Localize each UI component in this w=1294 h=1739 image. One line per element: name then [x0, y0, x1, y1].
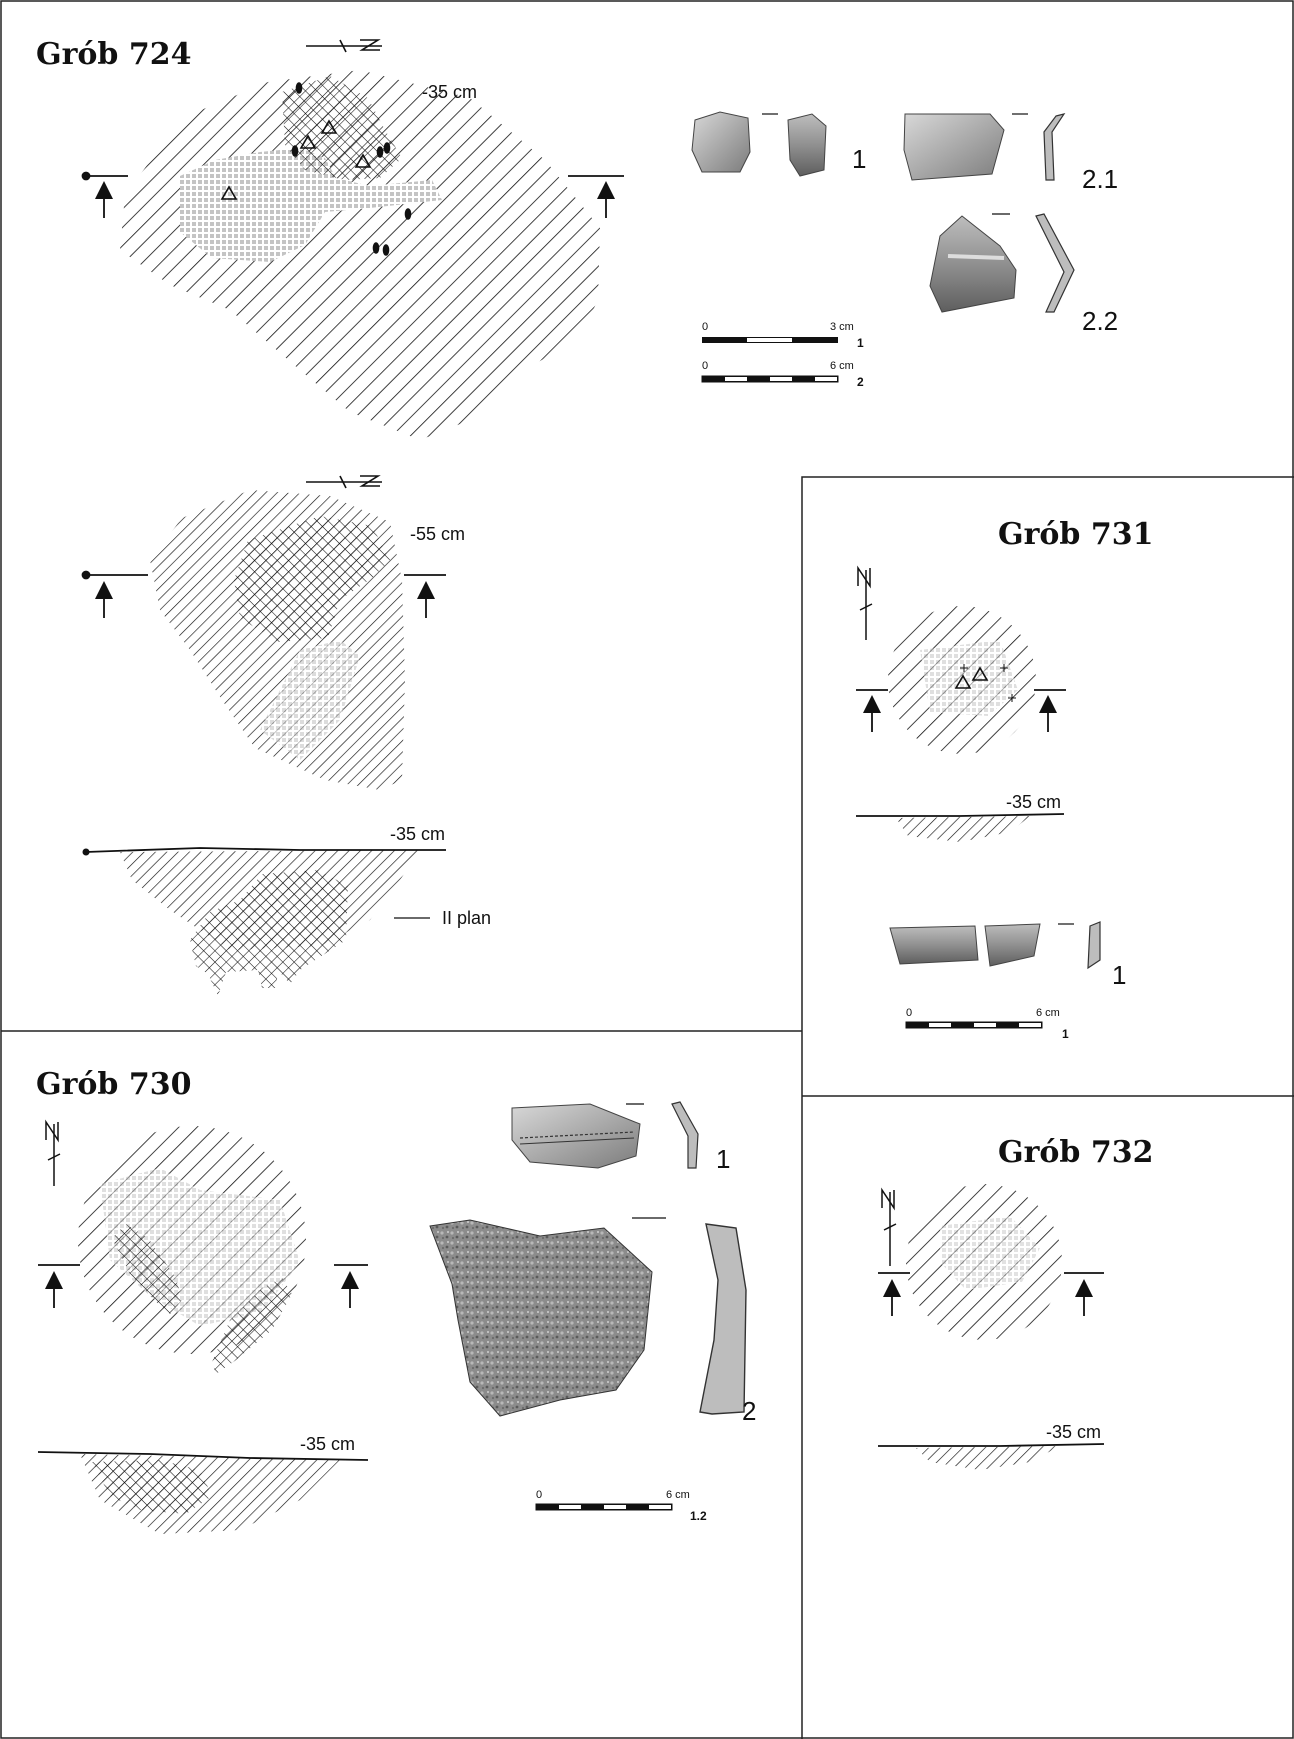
section-profile: [37, 1451, 369, 1461]
fill-stipple-zone: [260, 640, 360, 760]
find-markers: [954, 664, 1016, 702]
depth-label: -55 cm: [410, 524, 465, 544]
section-fill: [896, 816, 1030, 842]
find-2-1-photo: [903, 113, 1066, 181]
svg-text:6 cm: 6 cm: [1036, 1007, 1060, 1019]
svg-text:6 cm: 6 cm: [666, 1489, 690, 1501]
find-1-photo: [511, 1101, 699, 1169]
grave-732-panel: Grób 732 -35 cm: [878, 1135, 1153, 1470]
find-number: 1: [1112, 960, 1126, 990]
find-number: 1: [852, 144, 866, 174]
find-1-photo: [889, 921, 1101, 970]
svg-text:2: 2: [857, 375, 864, 389]
svg-text:0: 0: [702, 321, 708, 333]
section-line: [81, 570, 446, 618]
section-grid-fill: [190, 870, 348, 996]
grave-731-panel: Grób 731 -35 cm: [856, 517, 1153, 1041]
depth-label: -35 cm: [300, 1434, 355, 1454]
find-2-photo: [429, 1217, 747, 1417]
depth-label: -35 cm: [1046, 1422, 1101, 1442]
section-profile: [856, 813, 1065, 817]
svg-text:6 cm: 6 cm: [830, 360, 854, 372]
section-line: [856, 689, 1066, 732]
section-profile: [85, 847, 446, 853]
svg-text:1.2: 1.2: [690, 1509, 707, 1523]
svg-text:0: 0: [536, 1489, 542, 1501]
section-line: [81, 171, 624, 218]
section-line: [38, 1264, 368, 1308]
find-number: 2.1: [1082, 164, 1118, 194]
grave-724-panel: Grób 724 -35 cm: [36, 37, 1118, 996]
grave-731-title: Grób 731: [998, 517, 1153, 552]
scale-bar-6cm: 0 6 cm 1: [905, 1007, 1069, 1041]
find-1-photos: [691, 111, 827, 177]
section-profile: [878, 1443, 1105, 1447]
north-arrow-icon: [881, 1187, 897, 1266]
grave-730-title: Grób 730: [36, 1067, 191, 1102]
svg-text:1: 1: [857, 336, 864, 350]
north-arrow-icon: [306, 475, 382, 489]
grave-730-panel: Grób 730 -35 cm 1: [36, 1067, 756, 1534]
svg-text:1: 1: [1062, 1027, 1069, 1041]
scale-bar-6cm: 0 6 cm 1.2: [535, 1489, 707, 1523]
scale-bar-3cm: 0 3 cm 1: [702, 321, 864, 350]
svg-text:0: 0: [906, 1007, 912, 1019]
find-number: 2: [742, 1396, 756, 1426]
find-number: 1: [716, 1144, 730, 1174]
fill-grid-zone: [234, 516, 390, 642]
fill-stipple-zone: [940, 1216, 1040, 1290]
find-2-2-photo: [929, 213, 1075, 313]
find-markers: [220, 82, 412, 256]
section-line: [878, 1272, 1104, 1316]
divider: [801, 476, 1294, 1739]
find-number: 2.2: [1082, 306, 1118, 336]
section-grid-fill: [92, 1460, 212, 1514]
depth-label: -35 cm: [1006, 792, 1061, 812]
section-fill: [916, 1446, 1060, 1470]
grave-732-title: Grób 732: [998, 1135, 1153, 1170]
svg-text:0: 0: [702, 360, 708, 372]
north-arrow-icon: [857, 565, 873, 640]
fill-grid-zone: [212, 1278, 292, 1374]
fill-grid-zone: [282, 76, 402, 180]
depth-label: -35 cm: [390, 824, 445, 844]
fill-grid-zone: [112, 1224, 182, 1314]
north-arrow-icon: [45, 1119, 61, 1186]
scale-bar-6cm: 0 6 cm 2: [701, 360, 864, 389]
grave-724-title: Grób 724: [36, 37, 191, 72]
fill-stipple-zone: [920, 640, 1018, 716]
section-note: II plan: [442, 908, 491, 928]
north-arrow-icon: [306, 39, 382, 53]
svg-text:3 cm: 3 cm: [830, 321, 854, 333]
fill-stipple-zone: [180, 148, 442, 262]
